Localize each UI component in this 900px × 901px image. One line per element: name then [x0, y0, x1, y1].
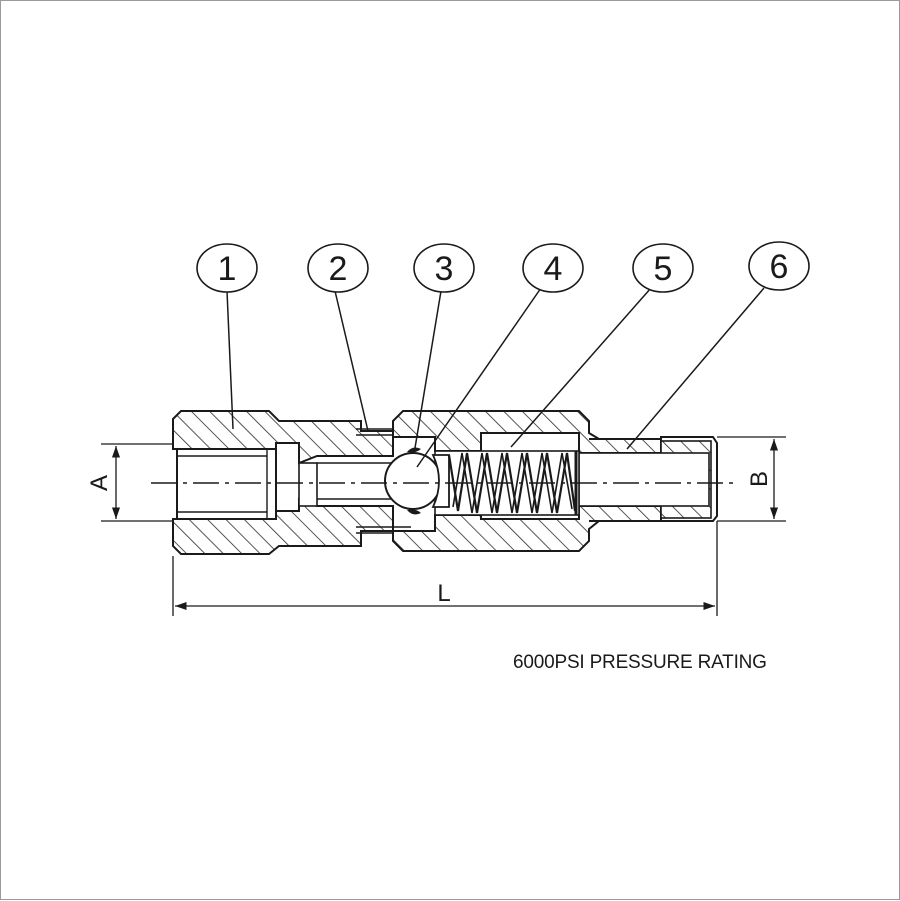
callout-6: 6 [626, 241, 810, 450]
callout-2-number: 2 [329, 250, 348, 288]
callout-4: 4 [416, 243, 584, 468]
ball-and-poppet [384, 447, 450, 515]
dimension-b: B [717, 436, 786, 522]
dimension-a: A [86, 443, 173, 522]
callout-5: 5 [510, 243, 694, 448]
dimension-l: L [172, 521, 718, 616]
callout-3-number: 3 [435, 250, 454, 288]
callout-1-number: 1 [218, 250, 237, 288]
callout-2: 2 [307, 243, 369, 432]
callout-1: 1 [196, 243, 258, 430]
pressure-rating-caption: 6000PSI PRESSURE RATING [513, 652, 767, 673]
valve-body-section [172, 410, 411, 555]
callout-5-number: 5 [654, 250, 673, 288]
callout-4-number: 4 [544, 250, 563, 288]
callout-6-number: 6 [770, 248, 789, 286]
dimension-a-label: A [86, 475, 113, 491]
dimension-l-label: L [437, 580, 450, 607]
callout-3: 3 [413, 243, 475, 449]
dimension-b-label: B [746, 471, 773, 487]
